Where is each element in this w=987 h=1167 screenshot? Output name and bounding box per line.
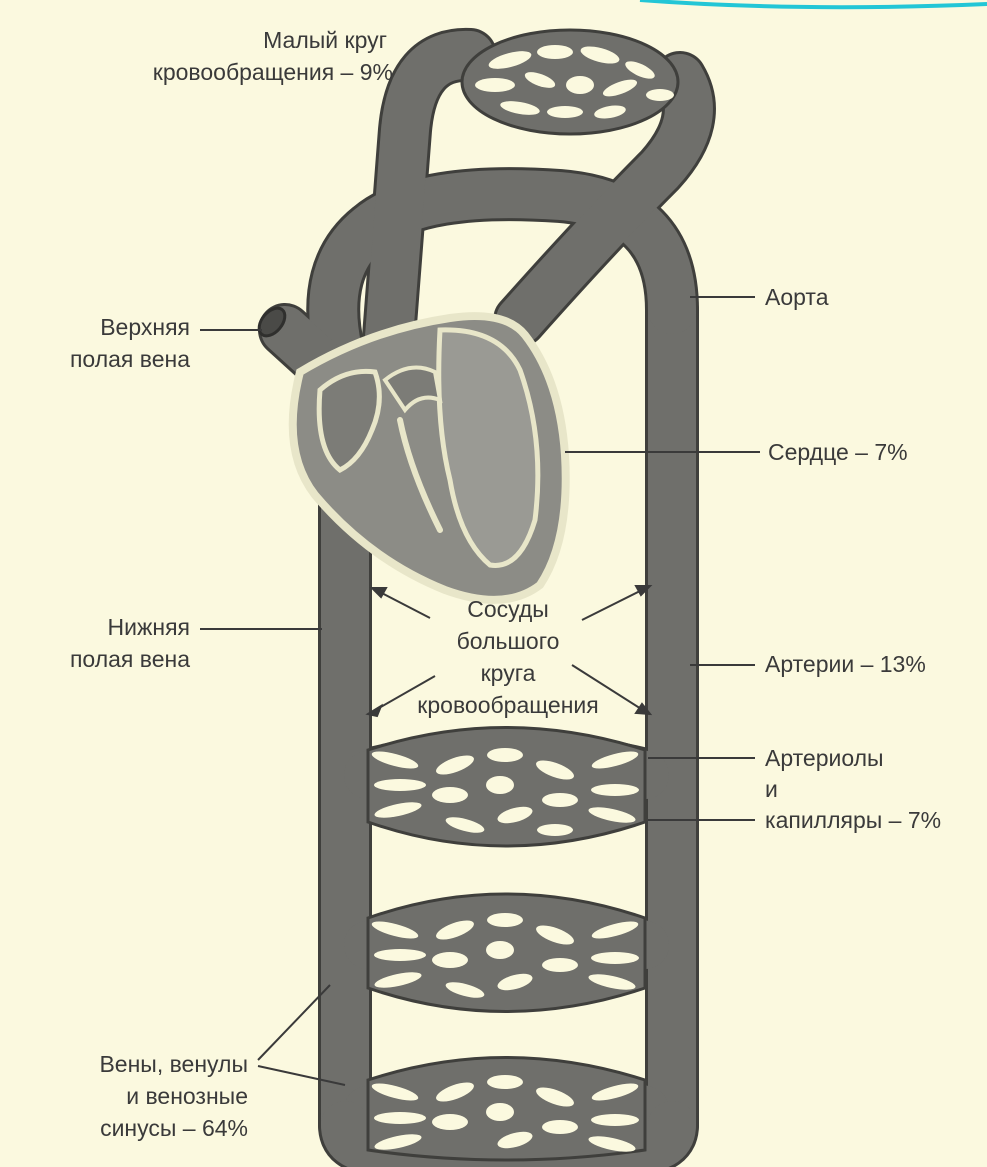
systemic-capillary-bed-2 [368, 894, 645, 1012]
systemic-capillary-bed-1 [368, 728, 645, 847]
veins-line-1: Вены, венулы [99, 1051, 248, 1077]
inferior-vena-cava-line-2: полая вена [70, 646, 190, 672]
pulmonary-capillary-bed [462, 30, 678, 134]
systemic-capillary-bed-3 [368, 1058, 645, 1161]
arterioles-line-3: капилляры – 7% [765, 807, 941, 833]
arterioles-line-2: и [765, 776, 778, 802]
heart-label: Сердце – 7% [768, 439, 908, 465]
veins-line-3: синусы – 64% [100, 1115, 248, 1141]
pulmonary-label-line-2: кровообращения – 9% [153, 59, 393, 85]
superior-vena-cava-line-1: Верхняя [100, 314, 190, 340]
systemic-vessels-line-3: круга [481, 660, 536, 686]
superior-vena-cava-line-2: полая вена [70, 346, 190, 372]
inferior-vena-cava-line-1: Нижняя [108, 614, 190, 640]
arterioles-line-1: Артериолы [765, 745, 884, 771]
veins-line-2: и венозные [126, 1083, 248, 1109]
systemic-vessels-line-2: большого [457, 628, 560, 654]
arteries-label: Артерии – 13% [765, 651, 926, 677]
pulmonary-label-line-1: Малый круг [263, 27, 387, 53]
aorta-label: Аорта [765, 284, 829, 310]
systemic-vessels-line-4: кровообращения [417, 692, 598, 718]
systemic-vessels-line-1: Сосуды [467, 596, 549, 622]
